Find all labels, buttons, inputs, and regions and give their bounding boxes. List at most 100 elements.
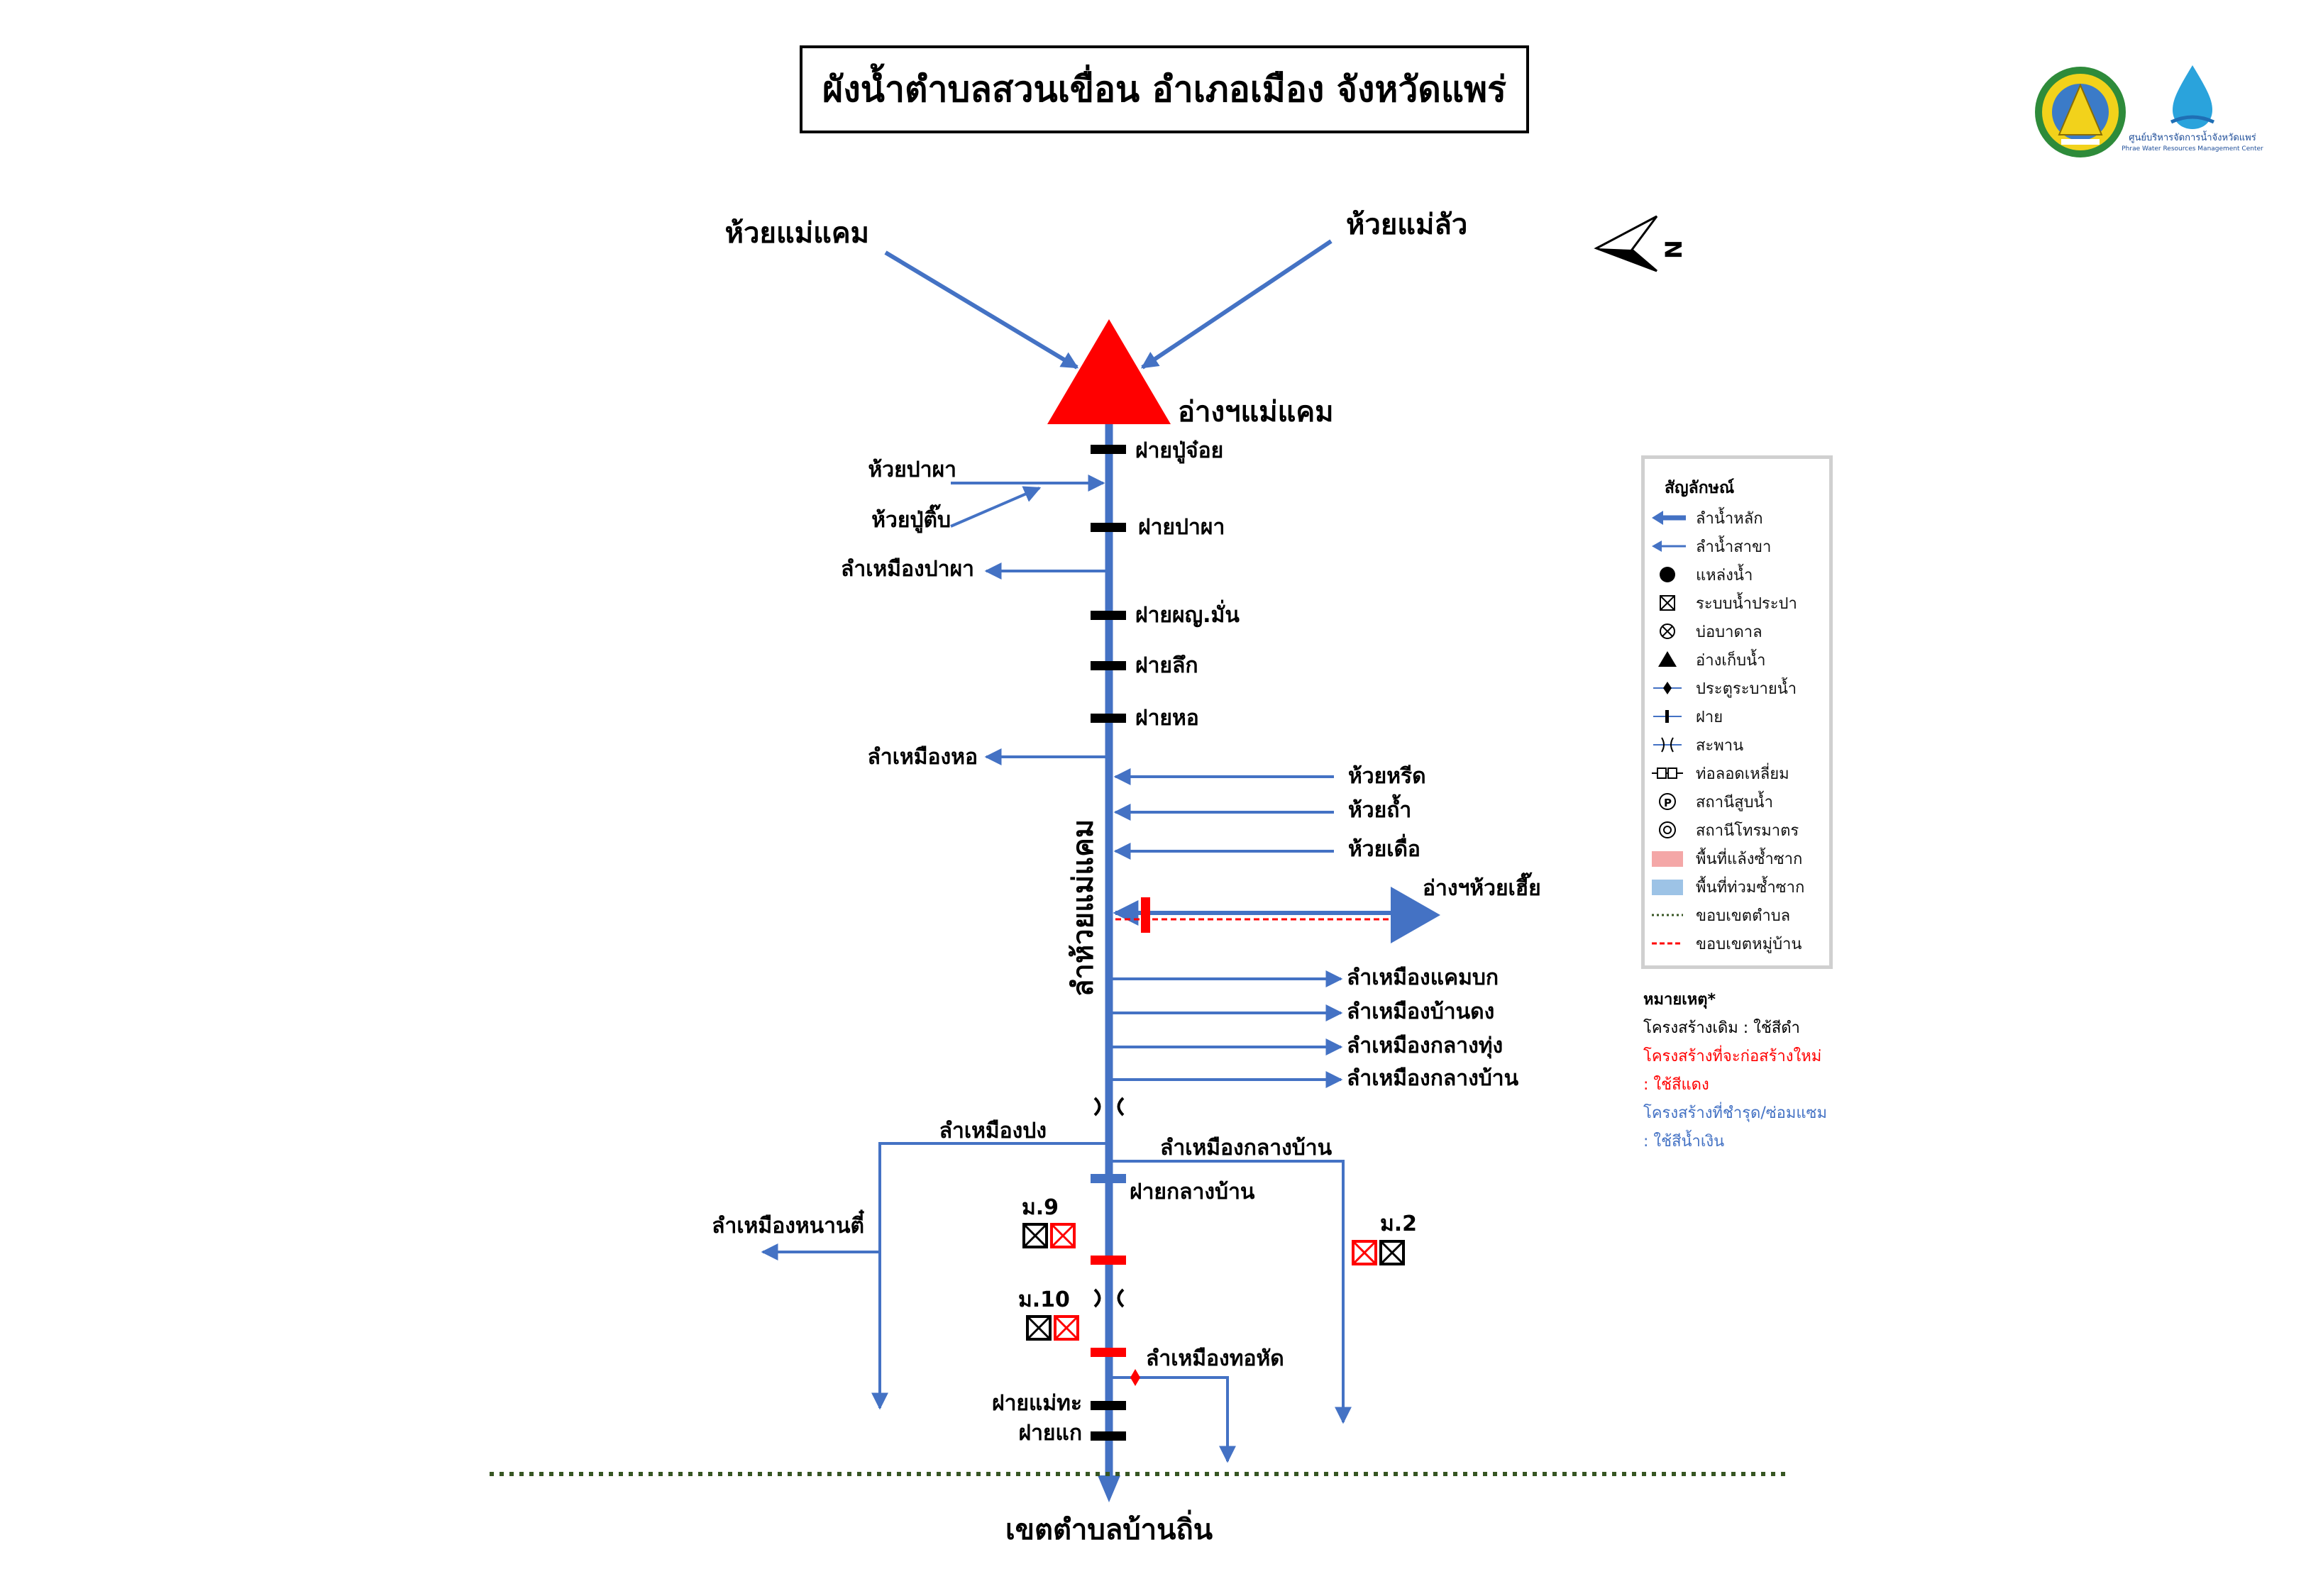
weir-icon [1091,714,1126,723]
weir-maetha-label: ฝายแม่ทะ [992,1391,1082,1416]
canal-kaembok-label: ลำเหมืองแคมบก [1347,965,1499,990]
bridge-icon [1653,737,1682,753]
legend-label: ฝาย [1696,709,1723,726]
new-weir-icon [1091,1348,1126,1357]
seal-logo [2035,67,2126,157]
main-stream-arrowhead [1098,1475,1120,1502]
pump-station-icon: P [1659,793,1676,810]
flood-area-icon [1652,880,1683,895]
legend-label: แหล่งน้ำ [1696,564,1753,584]
notes-title: หมายเหตุ* [1643,991,1716,1009]
huay-putib-line [950,486,1042,528]
legend-box: สัญลักษณ์ ลำน้ำหลัก ลำน้ำสาขา แหล่งน้ำ ร… [1641,455,1833,969]
page-title: ผังน้ำตำบลสวนเขื่อน อำเภอเมือง จังหวัดแพ… [822,68,1506,110]
inflow-right-line [1141,239,1333,370]
notes-svg: หมายเหตุ* โครงสร้างเดิม : ใช้สีดำ โครงสร… [1643,991,1827,1151]
reservoir-icon [1658,651,1677,667]
legend-label: ลำน้ำสาขา [1696,536,1771,556]
canal-klang-ban-2-line [1109,1160,1352,1424]
logo-text: ศูนย์บริหารจัดการน้ำจังหวัดแพร่ [2129,131,2256,143]
legend-label: สถานีสูบน้ำ [1696,791,1773,811]
north-arrow-icon: N [1594,215,1687,272]
sluice-gate-icon [1130,1369,1140,1386]
bridge-icon [1093,1097,1125,1116]
water-center-logo: ศูนย์บริหารจัดการน้ำจังหวัดแพร่ Phrae Wa… [2122,65,2263,153]
legend-label: สถานีโทรมาตร [1696,821,1799,840]
inflow-left-label: ห้วยแม่แคม [725,217,869,250]
weir-papha-label: ฝายปาผา [1138,515,1225,540]
title-box: ผังน้ำตำบลสวนเขื่อน อำเภอเมือง จังหวัดแพ… [800,45,1529,133]
canal-pong-line [871,1142,1109,1410]
canal-ho-label: ลำเหมืองหอ [868,745,978,770]
notes-line2a: โครงสร้างที่จะก่อสร้างใหม่ [1643,1045,1821,1065]
huay-duea-label: ห้วยเดื่อ [1348,833,1420,862]
canal-nanti-label: ลำเหมืองหนานตี๋ [712,1209,865,1238]
sluice-gate-icon [1653,682,1682,694]
inflow-left-line [884,250,1079,370]
reservoir-mae-kaem-icon [1047,319,1171,424]
legend-label: ลำน้ำหลัก [1696,507,1763,528]
weir-ho-label: ฝายหอ [1135,706,1199,731]
water-supply-new-icon [1050,1223,1076,1248]
huay-papha-label: ห้วยปาผา [868,458,956,482]
weir-icon [1091,1174,1126,1183]
weir-klangban-label: ฝายกลางบ้าน [1130,1180,1255,1204]
weir-phuyaiman-label: ฝายผญ.มั่น [1135,599,1240,628]
huay-tham-label: ห้วยถ้ำ [1348,794,1411,823]
canal-papha-label: ลำเหมืองปาผา [841,557,974,582]
weir-icon [1091,445,1126,454]
canal-klang-ban-1-label: ลำเหมืองกลางบ้าน [1347,1066,1519,1091]
legend-title: สัญลักษณ์ [1665,478,1734,497]
new-weir-icon [1141,897,1150,933]
reservoir-main-label: อ่างฯแม่แคม [1178,396,1334,428]
water-supply-new-icon [1352,1240,1377,1265]
village-m10-label: ม.10 [1018,1287,1070,1312]
legend-svg: สัญลักษณ์ ลำน้ำหลัก ลำน้ำสาขา แหล่งน้ำ ร… [1652,478,1804,953]
weir-pujoy-label: ฝายปู่จ๋อย [1135,438,1223,464]
water-supply-icon [1379,1240,1405,1265]
water-supply-icon [1022,1223,1048,1248]
groundwater-well-icon [1660,624,1675,639]
legend-label: ระบบน้ำประปา [1696,592,1797,613]
weir-kae-label: ฝายแก [1018,1421,1082,1446]
canal-tho-hat-label: ลำเหมืองทอหัด [1146,1346,1284,1371]
water-supply-icon [1660,595,1675,611]
reservoir-huay-hia-label: อ่างฯห้วยเฮี๊ย [1423,872,1541,901]
notes-line2b: : ใช้สีแดง [1643,1075,1709,1094]
weir-icon [1091,1431,1126,1441]
logo-subtext: Phrae Water Resources Management Center [2122,145,2263,153]
bridge-icon [1093,1288,1125,1308]
canal-tho-hat-line [1109,1376,1236,1463]
canal-klang-ban-2-label: ลำเหมืองกลางบ้าน [1160,1136,1333,1160]
water-supply-icon [1026,1315,1052,1341]
legend-label: สะพาน [1696,737,1743,755]
huay-putib-label: ห้วยปู่ติ๊บ [871,504,951,533]
canal-klang-thung-label: ลำเหมืองกลางทุ่ง [1347,1033,1503,1059]
weir-icon [1091,1401,1126,1410]
new-weir-icon [1091,1256,1126,1265]
legend-label: พื้นที่แล้งซ้ำซาก [1696,848,1802,868]
boundary-label: เขตตำบลบ้านถิ่น [1005,1509,1213,1546]
notes-line3b: : ใช้สีน้ำเงิน [1643,1130,1724,1151]
main-stream-label: ลำห้วยแม่แคม [1067,819,1100,997]
water-supply-new-icon [1054,1315,1079,1341]
legend-label: ขอบเขตตำบล [1696,907,1790,925]
legend-label: อ่างเก็บน้ำ [1696,649,1766,670]
huay-rued-label: ห้วยหรีด [1348,764,1426,789]
legend-label: ขอบเขตหมู่บ้าน [1696,936,1802,953]
branch-stream-icon [1652,541,1686,552]
canal-pong-label: ลำเหมืองปง [939,1119,1047,1143]
legend-label: ท่อลอดเหลี่ยม [1696,763,1789,783]
notes-line1: โครงสร้างเดิม : ใช้สีดำ [1643,1019,1800,1037]
notes-line3a: โครงสร้างที่ชำรุด/ซ่อมแซม [1643,1102,1827,1122]
box-culvert-icon [1652,767,1683,779]
village-m2-label: ม.2 [1380,1212,1417,1236]
main-stream-icon [1652,511,1686,525]
weir-icon [1091,661,1126,670]
weir-icon [1653,710,1682,723]
weir-icon [1091,611,1126,620]
drought-area-icon [1652,851,1683,867]
reservoir-huay-hia-icon [1391,887,1440,943]
inflow-right-label: ห้วยแม่ลัว [1346,209,1467,241]
